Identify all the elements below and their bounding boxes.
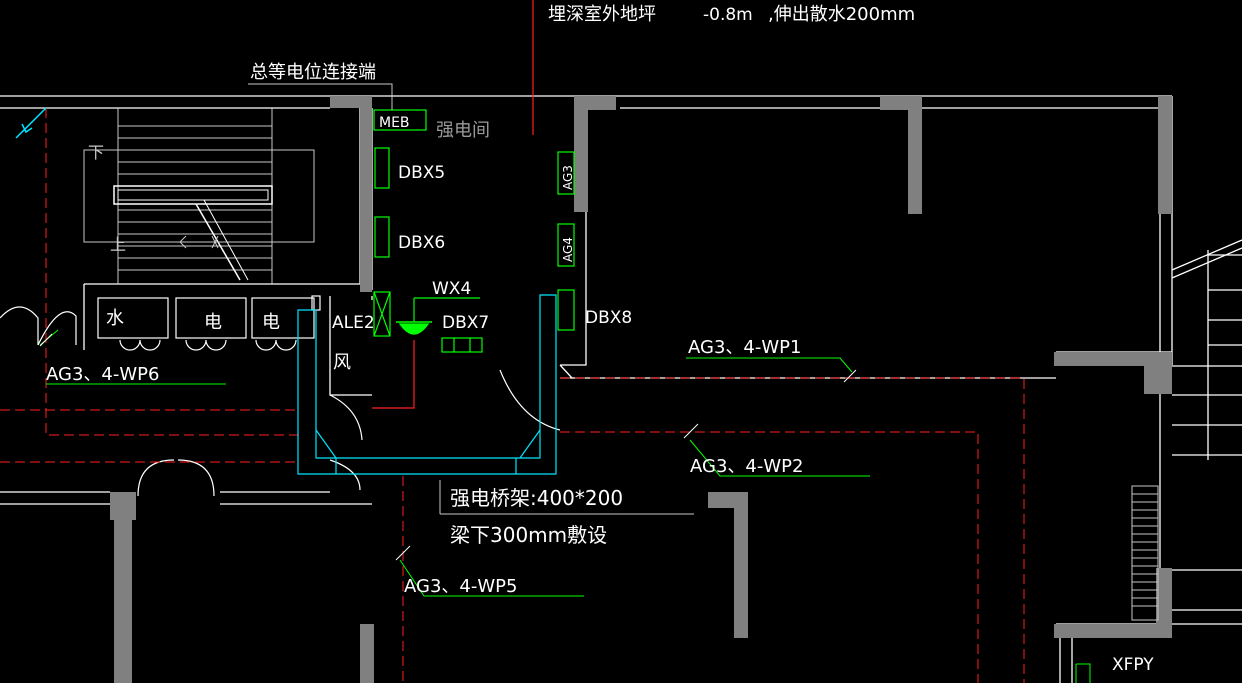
meb-label: MEB — [379, 115, 410, 131]
shaft-row — [97, 295, 321, 351]
ag4-label: AG4 — [561, 237, 575, 262]
building-outline — [0, 95, 1242, 683]
elec-shaft-label-2: 电 — [262, 312, 280, 333]
wp5-label: AG3、4-WP5 — [404, 576, 517, 597]
ag3-label: AG3 — [561, 165, 575, 190]
burial-note-text-b: -0.8m — [703, 5, 753, 25]
wx4-label: WX4 — [432, 279, 471, 299]
tray-install-label: 梁下300mm敷设 — [450, 523, 607, 547]
meb-terminal-label: 总等电位连接端 — [250, 62, 376, 83]
burial-note-text-a: 埋深室外地坪 — [548, 4, 656, 25]
dbx7-label: DBX7 — [442, 313, 489, 333]
wp-leaders — [39, 329, 1091, 683]
electrical-room-label: 强电间 — [436, 120, 490, 141]
wiring-routes — [0, 108, 1025, 683]
water-shaft-label: 水 — [106, 308, 124, 329]
right-stair-hatch — [1131, 485, 1159, 621]
dbx8-label: DBX8 — [585, 308, 632, 328]
annotation-leaders — [248, 83, 694, 515]
elec-shaft-label-1: 电 — [204, 312, 222, 333]
dbx5-label: DBX5 — [398, 163, 445, 183]
cable-tray — [297, 294, 557, 475]
north-arrow-icon — [15, 107, 47, 139]
xfpy-label: XFPY — [1112, 655, 1154, 675]
dbx6-label: DBX6 — [398, 233, 445, 253]
ale2-label: ALE2 — [332, 313, 375, 333]
wp2-label: AG3、4-WP2 — [690, 456, 803, 477]
stair-down-label: 下 — [88, 143, 104, 162]
tray-spec-label: 强电桥架:400*200 — [450, 486, 623, 510]
electrical-equipment — [373, 109, 575, 353]
structural-walls — [110, 96, 1172, 683]
solid-red-leads — [372, 0, 534, 409]
wp6-label: AG3、4-WP6 — [46, 364, 159, 385]
staircase — [83, 108, 315, 284]
burial-note-text-c: ,伸出散水200mm — [768, 4, 915, 25]
wp1-label: AG3、4-WP1 — [688, 337, 801, 358]
door-swings — [0, 306, 561, 497]
wind-shaft-label: 风 — [333, 352, 351, 373]
tick-marks — [39, 333, 857, 561]
text-labels: 埋深室外地坪 -0.8m ,伸出散水200mm 总等电位连接端 MEB 强电间 … — [46, 4, 1154, 675]
stair-up-label: 上 — [110, 235, 126, 254]
